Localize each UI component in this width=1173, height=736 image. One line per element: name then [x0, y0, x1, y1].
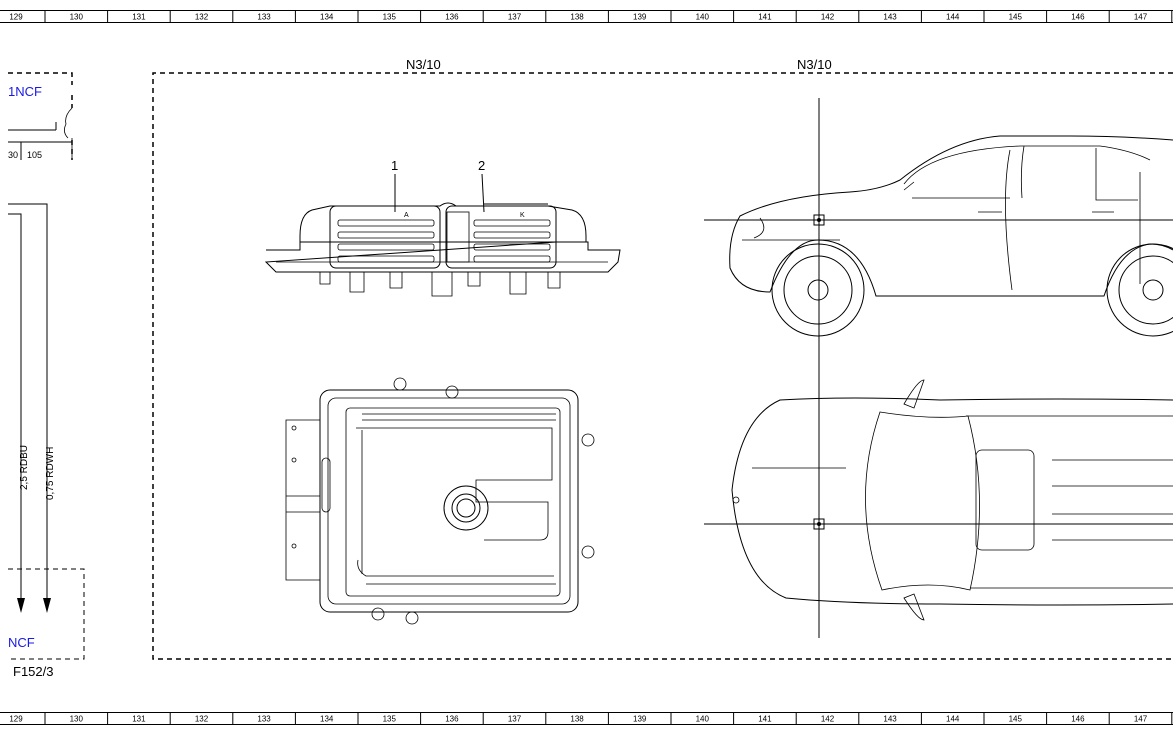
ruler-number: 143 [883, 13, 897, 22]
ruler-number: 131 [132, 13, 146, 22]
module-top-view [285, 377, 595, 625]
ruler-number: 129 [9, 715, 23, 724]
view-label-right: N3/10 [797, 57, 832, 72]
connector-label-a: A [404, 212, 409, 219]
ruler-number: 143 [883, 715, 897, 724]
top-ruler: 129 130 131 132 133 134 135 136 137 138 139 140 141 1… [0, 10, 1173, 23]
fuse-label: F152/3 [13, 664, 53, 679]
left-wiring-panel: 1NCF 30 105 2,5 RDBU 0,75 RDWH NCF F152/… [8, 72, 85, 679]
ruler-number: 145 [1009, 13, 1023, 22]
module-side-view: 1 2 A K [264, 158, 621, 297]
ruler-number: 136 [445, 715, 459, 724]
ruler-number: 137 [508, 715, 522, 724]
ruler-number: 141 [758, 13, 772, 22]
view-label-left: N3/10 [406, 57, 441, 72]
ruler-number: 139 [633, 715, 647, 724]
ruler-number: 134 [320, 715, 334, 724]
wire-arrow-1 [17, 598, 25, 613]
wire-label-rdbu: 2,5 RDBU [19, 445, 30, 490]
wire-arrow-2 [43, 598, 51, 613]
callout-1: 1 [391, 158, 398, 173]
pin-label-30: 30 [8, 150, 18, 160]
ruler-number: 144 [946, 13, 960, 22]
ruler-number: 136 [445, 13, 459, 22]
ruler-number: 140 [696, 715, 710, 724]
ruler-number: 135 [383, 13, 397, 22]
ruler-number: 132 [195, 13, 209, 22]
ruler-number: 139 [633, 13, 647, 22]
bottom-connector-label: NCF [8, 635, 35, 650]
vehicle-top-view [731, 379, 1173, 621]
ruler-number: 147 [1134, 13, 1148, 22]
ruler-number: 133 [257, 715, 271, 724]
ruler-number: 142 [821, 715, 835, 724]
ruler-number: 146 [1071, 13, 1085, 22]
ruler-number: 142 [821, 13, 835, 22]
ruler-number: 129 [9, 13, 23, 22]
ruler-number: 133 [257, 13, 271, 22]
ruler-number: 141 [758, 715, 772, 724]
bottom-ruler: 129 130 131 132 133 134 135 136 137 138 139 140 141 1… [0, 712, 1173, 725]
ruler-number: 138 [570, 13, 584, 22]
location-crosshairs [704, 98, 1173, 638]
ruler-number: 145 [1009, 715, 1023, 724]
pin-label-105: 105 [27, 150, 42, 160]
ruler-number: 147 [1134, 715, 1148, 724]
ruler-number: 135 [383, 715, 397, 724]
ruler-number: 140 [696, 13, 710, 22]
wire-label-rdwh: 0,75 RDWH [45, 447, 56, 500]
ruler-number: 138 [570, 715, 584, 724]
ruler-number: 130 [70, 715, 84, 724]
vehicle-side-view [729, 135, 1173, 337]
ruler-number: 146 [1071, 715, 1085, 724]
ruler-number: 137 [508, 13, 522, 22]
ruler-number: 144 [946, 715, 960, 724]
connector-label-k: K [520, 212, 525, 219]
callout-2: 2 [478, 158, 485, 173]
top-connector-label: 1NCF [8, 84, 42, 99]
component-frame [152, 72, 1173, 660]
ruler-number: 132 [195, 715, 209, 724]
ruler-number: 130 [70, 13, 84, 22]
ruler-number: 134 [320, 13, 334, 22]
ruler-number: 131 [132, 715, 146, 724]
